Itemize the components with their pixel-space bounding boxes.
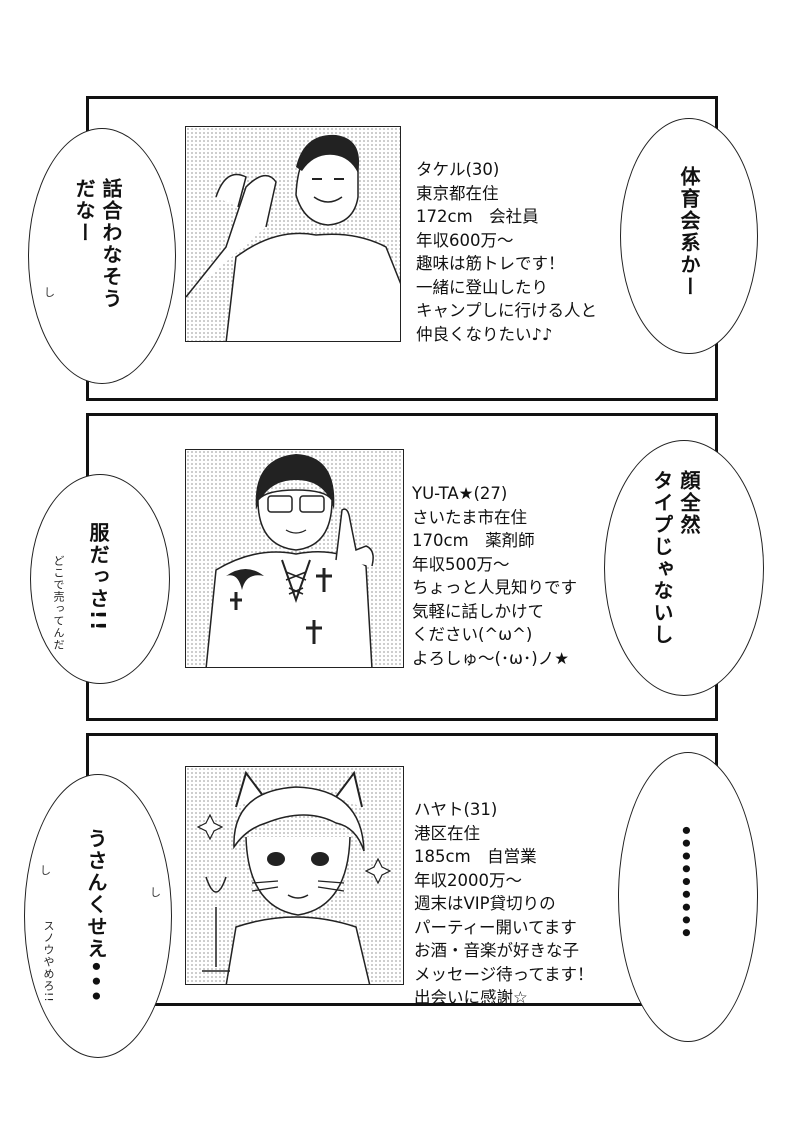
man-portrait-illustration [186, 134, 400, 341]
profile-line: ちょっと人見知りです [412, 578, 577, 597]
bubble-text-right-2: 顔全然 タイプじゃないし [650, 470, 701, 646]
profile-line: 出会いに感謝☆ [414, 988, 528, 1007]
speech-bubble-right-3 [618, 752, 758, 1042]
profile-line: 趣味は筋トレです！ [416, 254, 565, 273]
profile-photo-takeru [185, 126, 401, 342]
profile-line: キャンプしに行ける人と [416, 301, 598, 320]
profile-line: YU-TA★(27) [412, 484, 508, 503]
profile-line: 年収2000万〜 [414, 870, 522, 890]
profile-line: 170cm 薬剤師 [412, 531, 535, 550]
speech-bubble-left-1 [28, 128, 176, 384]
profile-line: ください(^ω^) [412, 625, 533, 644]
profile-line: 年収600万〜 [416, 230, 514, 250]
profile-photo-hayato [185, 766, 404, 985]
profile-text-takeru: タケル(30) 東京都在住 172cm 会社員 年収600万〜 趣味は筋トレです… [416, 158, 597, 346]
bubble-text-left-1: 話合わなそう だなー [72, 178, 123, 310]
profile-line: ハヤト(31) [414, 800, 498, 819]
speech-bubble-left-2 [30, 474, 170, 684]
profile-line: さいたま市在住 [412, 507, 528, 527]
bubble-text-left-3: うさんくせえ••• [84, 828, 108, 1005]
bubble-text-right-3: ••••••••• [674, 824, 698, 940]
profile-text-hayato: ハヤト(31) 港区在住 185cm 自営業 年収2000万〜 週末はVIP貸切… [414, 798, 594, 1010]
profile-line: メッセージ待ってます！ [414, 964, 594, 984]
profile-line: 185cm 自営業 [414, 847, 537, 866]
profile-line: 週末はVIP貸切りの [414, 894, 556, 913]
profile-photo-yuta [185, 449, 404, 668]
handwritten-note-2: どこで売ってんだ [52, 555, 65, 651]
motion-mark: し [40, 864, 51, 877]
profile-line: お酒・音楽が好きな子 [414, 941, 579, 960]
profile-line: 仲良くなりたい♪♪ [416, 324, 553, 344]
bubble-text-left-2: 服だっさ!! [86, 522, 110, 633]
profile-line: 172cm 会社員 [416, 207, 539, 226]
glasses-man-portrait-illustration [205, 454, 374, 667]
profile-line: 年収500万〜 [412, 554, 510, 574]
profile-line: 港区在住 [414, 823, 480, 843]
profile-text-yuta: YU-TA★(27) さいたま市在住 170cm 薬剤師 年収500万〜 ちょっ… [412, 482, 577, 670]
profile-line: 一緒に登山したり [416, 277, 548, 297]
profile-line: よろしゅ〜(･ω･)ノ★ [412, 648, 569, 668]
speech-bubble-left-3 [24, 774, 172, 1058]
cat-ears-man-portrait-illustration [196, 770, 392, 984]
profile-line: 東京都在住 [416, 183, 499, 203]
speech-bubble-right-2 [604, 440, 764, 696]
motion-mark: し [150, 886, 161, 899]
profile-line: タケル(30) [416, 160, 500, 179]
profile-line: パーティー開いてます [414, 917, 577, 937]
handwritten-note-3: スノウやめろ!! [42, 920, 55, 1003]
profile-line: 気軽に話しかけて [412, 601, 544, 621]
motion-mark: し [44, 286, 55, 299]
bubble-text-right-1: 体育会系かー [677, 166, 701, 298]
speech-bubble-right-1 [620, 118, 758, 354]
